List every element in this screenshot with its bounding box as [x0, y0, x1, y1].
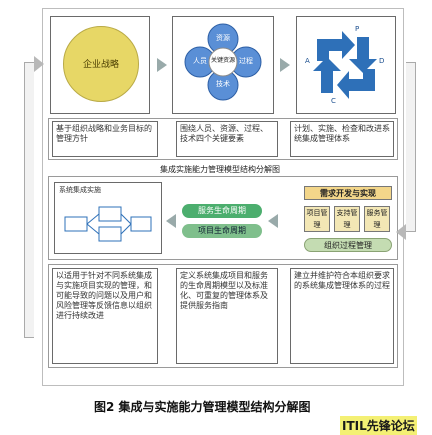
row1-col3: 计划、实施、检查和改进系统集成管理体系	[290, 121, 394, 157]
figure-caption: 图2 集成与实施能力管理模型结构分解图	[94, 400, 311, 414]
petal-label-left: 人员	[193, 57, 207, 65]
resources-flower	[184, 23, 262, 101]
requirements-title: 需求开发与实现	[304, 186, 392, 200]
right-loop-arrowhead	[396, 224, 406, 240]
center-label: 关键资源	[211, 57, 236, 64]
resources-panel: 资源 人员 过程 技术 关键资源	[172, 16, 274, 114]
bottom-col2: 定义系统集成项目和服务的生命周期模型以及标准化、可重复的管理体系及提供服务指南	[176, 268, 278, 364]
pdca-arrow-p	[317, 31, 355, 61]
pdca-d: D	[379, 57, 385, 65]
bottom-col3: 建立并维护符合本组织要求的系统集成管理体系的过程	[290, 268, 394, 364]
petal-label-bottom: 技术	[216, 80, 230, 88]
pdca-p: P	[355, 25, 360, 33]
section-title: 集成实施能力管理模型结构分解图	[160, 165, 280, 174]
strategy-panel: 企业战略	[50, 16, 150, 114]
pdca-c: C	[331, 97, 336, 105]
service-lifecycle: 服务生命周期	[182, 204, 262, 218]
arrow-left-mid-2	[268, 214, 278, 228]
arrow-right-1	[157, 58, 167, 72]
watermark: ITIL先锋论坛	[340, 416, 417, 435]
pdca-cycle	[313, 31, 377, 99]
petal-label-top: 资源	[216, 34, 230, 42]
tag-service-mgmt: 服务管理	[364, 206, 390, 232]
bottom-col1: 以适用于针对不同系统集成与实施项目实现的管理，和可能导致的问题以及用户和风险管理…	[52, 268, 158, 364]
pdca-panel: P D C A	[296, 16, 396, 114]
org-process-mgmt: 组织过程管理	[304, 238, 392, 252]
arrow-left-mid-1	[166, 214, 176, 228]
integration-panel: 系统集成实施	[54, 182, 162, 254]
pdca-arrow-c	[337, 69, 375, 99]
left-loop-bar	[24, 62, 34, 338]
integration-title: 系统集成实施	[59, 186, 101, 194]
tag-project-mgmt: 项目管理	[304, 206, 330, 232]
project-lifecycle: 项目生命周期	[182, 224, 262, 238]
tag-support-mgmt: 支持管理	[334, 206, 360, 232]
pdca-a: A	[305, 57, 310, 65]
strategy-circle	[63, 26, 139, 102]
row1-col1: 基于组织战略和业务目标的管理方针	[52, 121, 158, 157]
strategy-label: 企业战略	[82, 60, 119, 70]
right-loop-bar	[406, 62, 416, 232]
integration-blocks	[64, 206, 152, 242]
row1-col2: 围绕人员、资源、过程、技术四个关键要素	[176, 121, 278, 157]
petal-label-right: 过程	[239, 57, 253, 65]
pdca-arrow-d	[349, 37, 377, 73]
center-circle	[208, 47, 238, 77]
arrow-right-2	[280, 58, 290, 72]
pdca-arrow-a	[313, 57, 341, 93]
left-loop-arrowhead	[34, 56, 44, 72]
